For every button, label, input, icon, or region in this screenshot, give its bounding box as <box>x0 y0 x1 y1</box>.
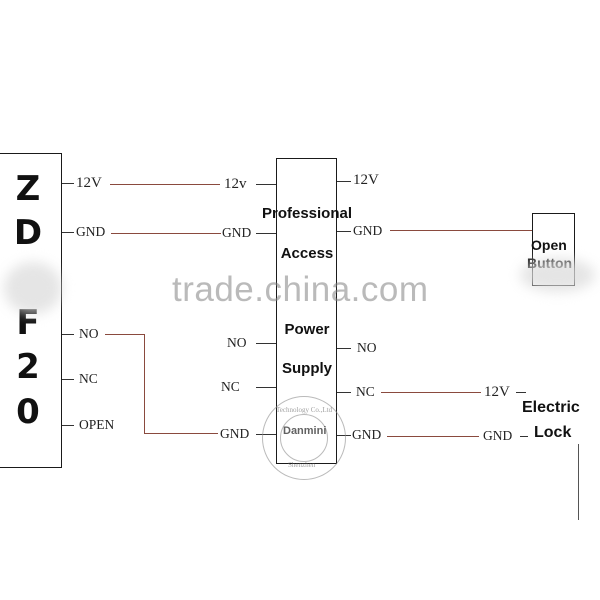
controller-nc-stub <box>62 379 74 381</box>
watermark-seal-inner <box>280 414 328 462</box>
ps-left-12v-stub <box>256 184 276 186</box>
controller-gnd-stub <box>62 232 74 234</box>
watermark-seal-top: Technology Co.,Ltd <box>276 406 333 414</box>
ps-left-gnd2-label: GND <box>220 426 250 441</box>
wire-no-h1 <box>105 334 145 336</box>
electric-lock-label-line1: Electric <box>522 399 580 416</box>
power-supply-title-line4: Supply <box>281 360 332 377</box>
controller-letter-d: D <box>13 213 43 253</box>
ps-left-nc-label: NC <box>221 379 240 394</box>
ps-left-no-stub <box>256 343 276 345</box>
power-supply-title-line2: Access <box>280 245 334 262</box>
wire-nc-to-lock <box>381 392 481 394</box>
wire-gnd-to-lock <box>387 436 479 438</box>
controller-12v-stub <box>62 183 74 185</box>
controller-letter-z: Z <box>15 169 41 209</box>
lock-gnd-stub <box>520 436 528 438</box>
watermark-seal-outer <box>262 396 346 480</box>
electric-lock-label-line2: Lock <box>534 424 572 441</box>
controller-nc-label: NC <box>79 371 98 386</box>
power-supply-title-line1: Professional <box>261 205 353 222</box>
ps-left-12v-label: 12v <box>224 176 247 192</box>
watermark-seal-brand: Danmini <box>283 425 327 437</box>
ps-right-nc-stub <box>337 392 351 394</box>
ps-right-gnd-stub <box>337 231 351 233</box>
ps-right-no-stub <box>337 348 351 350</box>
watermark-seal-bottom: Shenzhen <box>288 461 316 469</box>
ps-right-nc-label: NC <box>356 384 375 399</box>
controller-no-label: NO <box>79 326 99 341</box>
controller-no-stub <box>62 334 74 336</box>
wire-12v <box>110 184 220 186</box>
controller-open-label: OPEN <box>79 417 115 432</box>
lock-gnd-label: GND <box>483 428 513 443</box>
wire-no-h2 <box>144 433 218 435</box>
watermark-blur-left <box>4 262 62 314</box>
wire-gnd <box>111 233 221 235</box>
controller-12v-label: 12V <box>76 175 102 191</box>
ps-left-nc-stub <box>256 387 276 389</box>
lock-12v-label: 12V <box>484 384 510 400</box>
wire-gnd-to-button <box>390 230 532 232</box>
ps-right-12v-stub <box>337 181 351 183</box>
controller-gnd-label: GND <box>76 224 106 239</box>
wire-no-v <box>144 334 146 434</box>
ps-right-gnd-label: GND <box>353 223 383 238</box>
lock-body-edge <box>578 444 579 520</box>
controller-letter-f: F <box>16 303 40 343</box>
lock-12v-stub <box>516 392 526 394</box>
watermark-text: trade.china.com <box>172 270 429 309</box>
ps-right-no-label: NO <box>357 340 377 355</box>
ps-right-12v-label: 12V <box>353 172 379 188</box>
open-button-label-line1: Open <box>531 237 567 253</box>
watermark-blur-right <box>520 258 595 292</box>
ps-left-no-label: NO <box>227 335 247 350</box>
controller-letter-0: 0 <box>16 392 40 432</box>
controller-letter-2: 2 <box>16 347 40 387</box>
ps-right-gnd2-label: GND <box>352 427 382 442</box>
ps-left-gnd-label: GND <box>222 225 252 240</box>
controller-open-stub <box>62 425 74 427</box>
power-supply-title-line3: Power <box>284 321 330 338</box>
ps-left-gnd-stub <box>256 233 276 235</box>
